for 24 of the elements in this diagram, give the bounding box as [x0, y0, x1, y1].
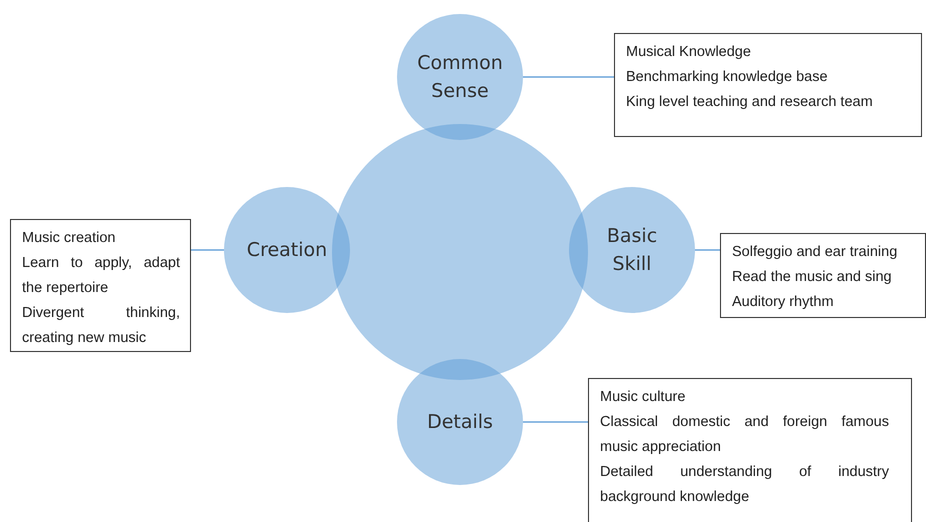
list-item: Divergent thinking, creating new music	[22, 304, 180, 348]
circle-label: Common Sense	[416, 51, 504, 104]
list-item: Music creation	[22, 229, 116, 248]
connector-line	[523, 76, 614, 78]
list-item: Classical domestic and foreign famous music appreciation	[600, 413, 889, 457]
circle-label: Creation	[246, 238, 328, 263]
text-box	[614, 33, 922, 137]
text-box	[10, 219, 191, 352]
connector-line	[695, 249, 720, 251]
list-item: Solfeggio and ear training	[732, 243, 898, 262]
text-box	[588, 378, 912, 522]
list-item: Learn to apply, adapt the repertoire	[22, 254, 180, 298]
list-item: Detailed understanding of industry background knowledge	[600, 463, 889, 507]
connector-line	[191, 249, 224, 251]
circle-label: Basic Skill	[606, 224, 658, 277]
list-item: Musical Knowledge	[626, 43, 752, 62]
list-item: Read the music and sing	[732, 268, 893, 287]
list-item: Benchmarking knowledge base	[626, 68, 829, 87]
text-box	[720, 233, 926, 318]
list-item: King level teaching and research team	[626, 93, 874, 112]
list-item: Music culture	[600, 388, 686, 407]
connector-line	[523, 421, 588, 423]
circle-label: Details	[426, 410, 494, 435]
list-item: Auditory rhythm	[732, 293, 835, 312]
